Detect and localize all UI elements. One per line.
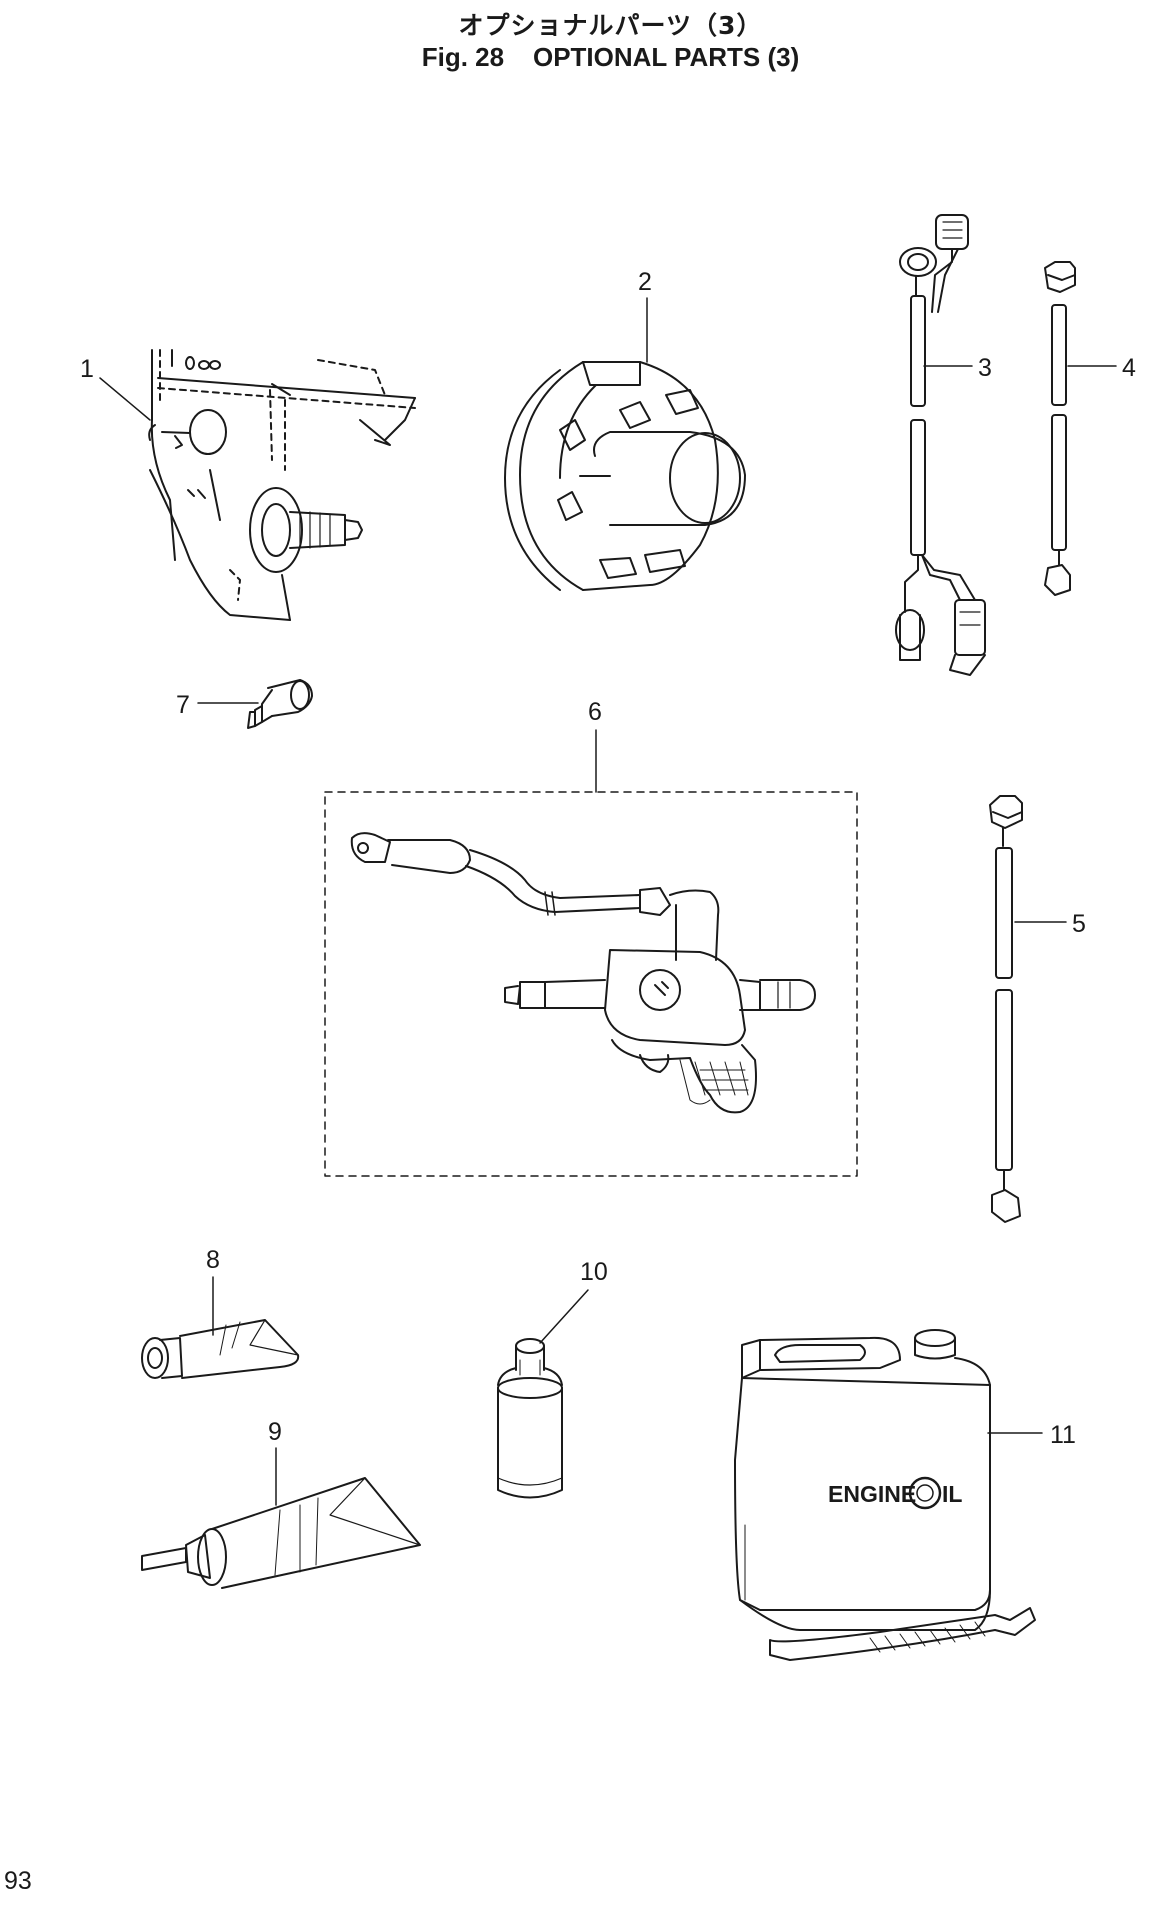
- page-title-japanese: オプショナルパーツ（3）: [458, 11, 763, 40]
- oil-can-oil-text: IL: [942, 1481, 962, 1507]
- part-9-grease-tube-illustration: [141, 1477, 421, 1589]
- figure-title: OPTIONAL PARTS (3): [532, 42, 800, 72]
- callout-10: 10: [580, 1258, 608, 1286]
- callout-6: 6: [588, 698, 602, 726]
- callout-11: 11: [1050, 1421, 1076, 1449]
- oil-can-engine-text: ENGINE: [828, 1481, 916, 1507]
- callout-leader-1: [99, 377, 151, 421]
- part-6-kit-boundary: [324, 791, 858, 1177]
- part-10-bottle-illustration: [497, 1338, 563, 1499]
- part-5-cable-illustration: [989, 795, 1023, 1223]
- callout-8: 8: [206, 1246, 220, 1274]
- callout-3: 3: [978, 354, 992, 382]
- callout-4: 4: [1122, 354, 1136, 382]
- part-7-fitting-illustration: [247, 679, 313, 729]
- part-11-oil-container-illustration: ENGINE IL: [734, 1329, 1036, 1661]
- part-6-remote-control-illustration: [350, 832, 816, 1114]
- page-number: 93: [4, 1867, 32, 1895]
- part-3-wire-harness-illustration: [895, 214, 986, 676]
- callout-leader-10: [539, 1289, 589, 1344]
- callout-5: 5: [1072, 910, 1086, 938]
- figure-number: Fig. 28: [421, 42, 505, 72]
- part-2-adaptor-illustration: [504, 361, 746, 591]
- part-8-grease-tube-illustration: [141, 1319, 300, 1379]
- part-1-gear-case-illustration: [148, 349, 416, 621]
- callout-7: 7: [176, 691, 190, 719]
- page-title: Fig. 28 OPTIONAL PARTS (3): [0, 42, 1161, 73]
- callout-1: 1: [80, 355, 94, 383]
- callout-2: 2: [638, 268, 652, 296]
- callout-9: 9: [268, 1418, 282, 1446]
- part-4-cable-illustration: [1044, 261, 1076, 596]
